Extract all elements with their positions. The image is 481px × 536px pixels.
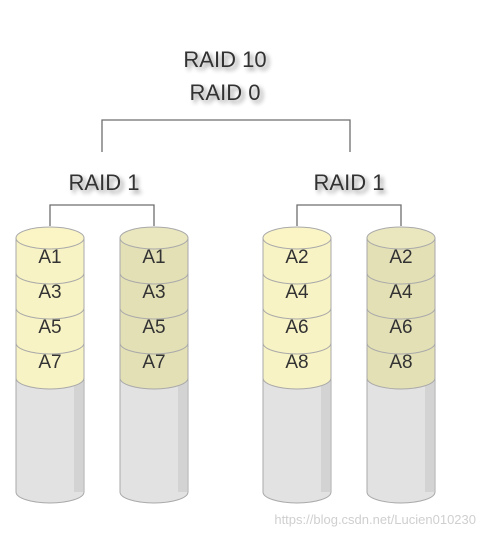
block-label: A5 bbox=[142, 317, 165, 338]
left-raid1-bracket bbox=[49, 204, 155, 226]
right-raid1-label: RAID 1 bbox=[314, 170, 385, 195]
block-label: A2 bbox=[389, 247, 412, 268]
block-label: A5 bbox=[38, 317, 61, 338]
disk-top-cap bbox=[366, 226, 436, 250]
block-label: A3 bbox=[38, 282, 61, 303]
disk-block bbox=[119, 272, 189, 320]
disk-block bbox=[262, 272, 332, 320]
disk-left-1: A7 A5 A3 A1 bbox=[15, 226, 85, 504]
block-label: A8 bbox=[285, 352, 308, 373]
block-label: A7 bbox=[38, 352, 61, 373]
block-label: A7 bbox=[142, 352, 165, 373]
disk-top-cap bbox=[15, 226, 85, 250]
block-label: A2 bbox=[285, 247, 308, 268]
disk-block bbox=[15, 237, 85, 285]
disk-block bbox=[15, 307, 85, 355]
block-label: A3 bbox=[142, 282, 165, 303]
disk-block bbox=[119, 307, 189, 355]
disk-block bbox=[15, 342, 85, 390]
disk-block bbox=[119, 342, 189, 390]
block-label: A6 bbox=[389, 317, 412, 338]
disk-body bbox=[15, 377, 85, 504]
right-raid1-bracket bbox=[296, 204, 402, 226]
disk-left-2: A7 A5 A3 A1 bbox=[119, 226, 189, 504]
disk-top-cap bbox=[262, 226, 332, 250]
block-label: A6 bbox=[285, 317, 308, 338]
disk-right-2: A8 A6 A4 A2 bbox=[366, 226, 436, 504]
connector-lines bbox=[49, 119, 402, 226]
disk-block bbox=[15, 272, 85, 320]
block-label: A4 bbox=[389, 282, 413, 303]
raid10-label: RAID 10 bbox=[183, 47, 266, 72]
left-raid1-label: RAID 1 bbox=[69, 170, 140, 195]
disk-top-cap bbox=[119, 226, 189, 250]
disk-body bbox=[262, 377, 332, 504]
disk-block bbox=[262, 307, 332, 355]
disk-block bbox=[366, 342, 436, 390]
disk-right-1: A8 A6 A4 A2 bbox=[262, 226, 332, 504]
disk-block bbox=[366, 307, 436, 355]
raid0-label: RAID 0 bbox=[190, 80, 261, 105]
block-label: A4 bbox=[285, 282, 309, 303]
disk-block bbox=[366, 272, 436, 320]
disk-block bbox=[262, 237, 332, 285]
block-label: A8 bbox=[389, 352, 412, 373]
disk-shading bbox=[321, 378, 330, 492]
disk-block bbox=[262, 342, 332, 390]
disk-shading bbox=[425, 378, 434, 492]
block-label: A1 bbox=[142, 247, 165, 268]
watermark-text: https://blog.csdn.net/Lucien010230 bbox=[274, 512, 476, 527]
disk-body bbox=[119, 377, 189, 504]
disk-block bbox=[366, 237, 436, 285]
disk-body bbox=[366, 377, 436, 504]
block-label: A1 bbox=[38, 247, 61, 268]
disk-shading bbox=[178, 378, 187, 492]
disk-shading bbox=[74, 378, 83, 492]
raid0-bracket bbox=[101, 119, 351, 152]
disk-block bbox=[119, 237, 189, 285]
